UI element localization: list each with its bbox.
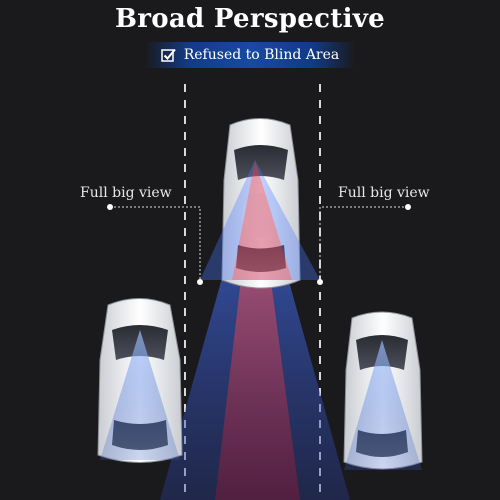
subtitle-text: Refused to Blind Area	[183, 47, 340, 63]
callout-right	[319, 206, 408, 282]
blue-beam-right-edge	[255, 160, 320, 280]
red-beam-over-car	[232, 160, 292, 280]
callout-left	[110, 206, 201, 282]
red-view-beam	[215, 160, 300, 500]
callout-dot-left-end	[197, 279, 203, 285]
right-car	[343, 311, 423, 470]
label-full-big-view-left: Full big view	[80, 185, 172, 201]
label-full-big-view-right: Full big view	[338, 185, 430, 201]
blue-beam-left-edge	[200, 160, 255, 280]
callout-dot-left	[107, 204, 113, 210]
callout-dot-right-end	[317, 279, 323, 285]
callout-dot-right	[405, 204, 411, 210]
left-car	[97, 298, 183, 463]
checkbox-check-icon	[160, 48, 176, 63]
subtitle-banner: Refused to Blind Area	[145, 42, 355, 68]
headline: Broad Perspective	[114, 4, 385, 34]
